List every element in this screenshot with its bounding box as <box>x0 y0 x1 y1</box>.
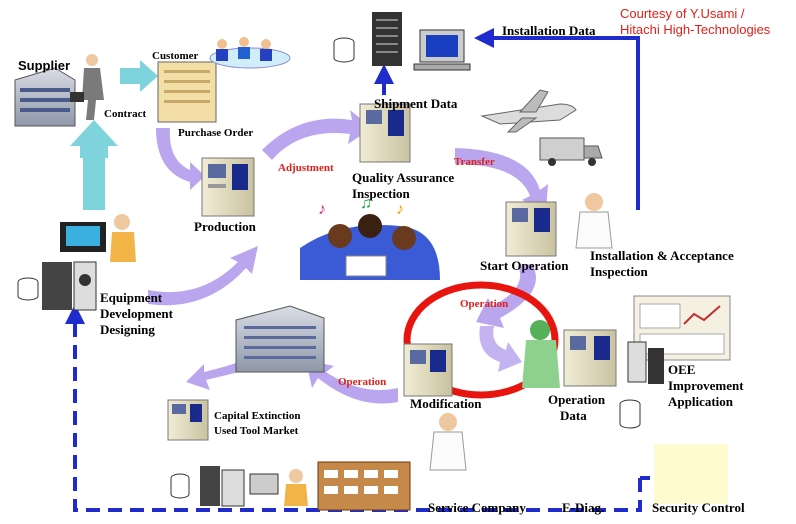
service-company-building-icon <box>317 461 411 511</box>
security-control-box <box>654 444 728 504</box>
qa-machine-icon <box>359 103 411 163</box>
customer-building-icon <box>157 61 217 123</box>
engineer-workstation-icon <box>60 214 136 262</box>
factory-icon <box>235 305 325 373</box>
oee-line2: Improvement <box>668 378 744 393</box>
start-operation-machine-icon <box>505 201 557 257</box>
svg-text:♪: ♪ <box>396 201 404 218</box>
meeting-people-icon <box>209 37 291 69</box>
start-operation-label: Start Operation <box>480 258 569 273</box>
installation-data-label: Installation Data <box>502 23 596 38</box>
computer-icon <box>413 29 471 71</box>
service-database-icon <box>170 473 190 499</box>
oee-database-icon <box>619 399 641 429</box>
service-operator-icon <box>249 469 308 506</box>
purchase-order-label: Purchase Order <box>178 127 254 139</box>
contract-arrow <box>120 60 158 92</box>
inspector-person-icon <box>429 413 467 471</box>
operation-data-machine-icon <box>563 329 617 387</box>
equipment-label-line1: Equipment <box>100 290 163 305</box>
transfer-label: Transfer <box>454 156 495 168</box>
doctor-icon <box>575 193 613 249</box>
singing-people-icon: ♪ ♫ ♪ <box>300 195 440 280</box>
service-server-icon <box>200 466 245 507</box>
contract-label: Contract <box>104 108 147 120</box>
supplier-label: Supplier <box>18 58 71 73</box>
operation-data-line2: Data <box>560 408 587 423</box>
database-icon <box>333 37 355 63</box>
equipment-label-line3: Designing <box>100 322 155 337</box>
oee-dashboard-icon <box>627 295 731 384</box>
supplier-up-arrow <box>70 120 118 210</box>
equipment-server-icon <box>17 261 97 311</box>
modification-machine-icon <box>403 343 453 397</box>
service-company-label: Service Company <box>428 500 526 515</box>
truck-icon <box>539 137 603 166</box>
modification-label: Modification <box>410 396 482 411</box>
ediag-label: E-Diag. <box>562 500 605 515</box>
credit-line-1: Courtesy of Y.Usami / <box>620 6 745 21</box>
security-control-label: Security Control <box>652 500 745 515</box>
supplier-building-icon <box>14 67 76 127</box>
installation-data-link <box>474 28 640 210</box>
oee-line1: OEE <box>668 362 696 377</box>
cleanroom-engineer-icon <box>522 320 560 388</box>
customer-label: Customer <box>152 50 199 62</box>
airplane-icon <box>480 89 577 133</box>
capital-extinction-line1: Capital Extinction <box>214 410 301 422</box>
qa-label-line2: Inspection <box>352 186 410 201</box>
equipment-label-line2: Development <box>100 306 173 321</box>
shipment-data-label: Shipment Data <box>374 96 458 111</box>
production-machine-icon <box>201 157 255 217</box>
svg-text:♪: ♪ <box>318 201 326 218</box>
operation-data-line1: Operation <box>548 392 606 407</box>
svg-text:♫: ♫ <box>360 195 372 212</box>
server-icon <box>372 12 402 66</box>
production-label: Production <box>194 219 256 234</box>
adjustment-label: Adjustment <box>278 162 334 174</box>
capital-machine-icon <box>167 399 209 441</box>
supplier-person-icon <box>70 54 104 120</box>
installation-acceptance-line1: Installation & Acceptance <box>590 248 734 263</box>
operation-top-label: Operation <box>460 298 509 310</box>
operation-left-label: Operation <box>338 376 387 388</box>
credit-line-2: Hitachi High-Technologies <box>620 22 771 37</box>
oee-line3: Application <box>668 394 734 409</box>
capital-extinction-line2: Used Tool Market <box>214 425 299 437</box>
installation-acceptance-line2: Inspection <box>590 264 648 279</box>
qa-label-line1: Quality Assurance <box>352 170 455 185</box>
